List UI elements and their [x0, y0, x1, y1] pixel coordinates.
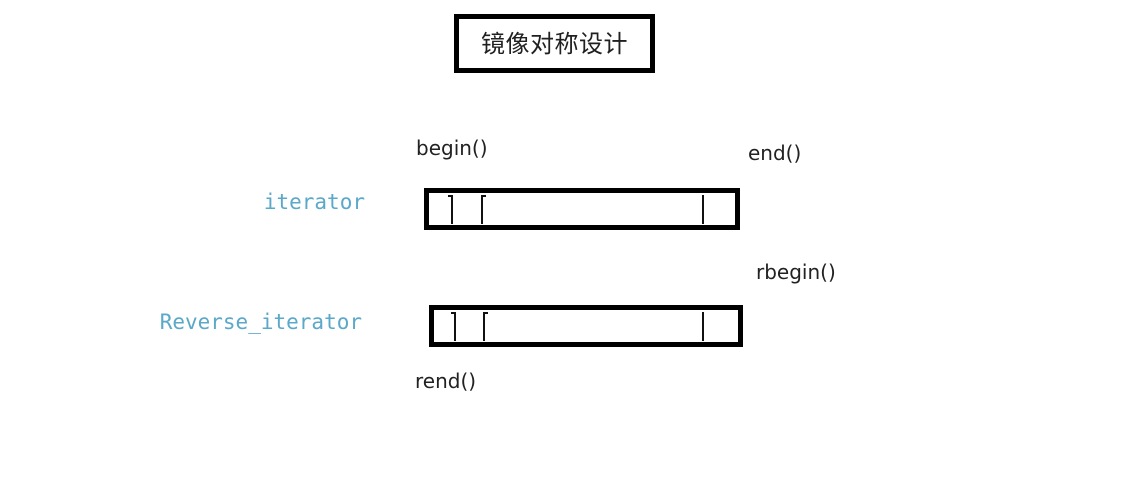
iterator-tick-2 — [481, 195, 486, 224]
title-text: 镜像对称设计 — [481, 29, 628, 58]
reverse-iterator-tick-2 — [483, 312, 488, 341]
iterator-tick-3 — [702, 195, 704, 224]
reverse-iterator-tick-1 — [451, 312, 456, 341]
title-box: 镜像对称设计 — [454, 14, 655, 73]
callout-rend: rend() — [415, 369, 477, 393]
row-label-iterator: iterator — [263, 190, 365, 214]
callout-end: end() — [748, 141, 802, 165]
iterator-bar — [424, 188, 740, 230]
reverse-iterator-tick-3 — [702, 312, 704, 341]
callout-begin: begin() — [416, 136, 488, 160]
callout-rbegin: rbegin() — [756, 260, 836, 284]
reverse-iterator-bar — [429, 305, 743, 347]
row-label-reverse-iterator: Reverse_iterator — [159, 310, 362, 334]
iterator-tick-1 — [448, 195, 453, 224]
